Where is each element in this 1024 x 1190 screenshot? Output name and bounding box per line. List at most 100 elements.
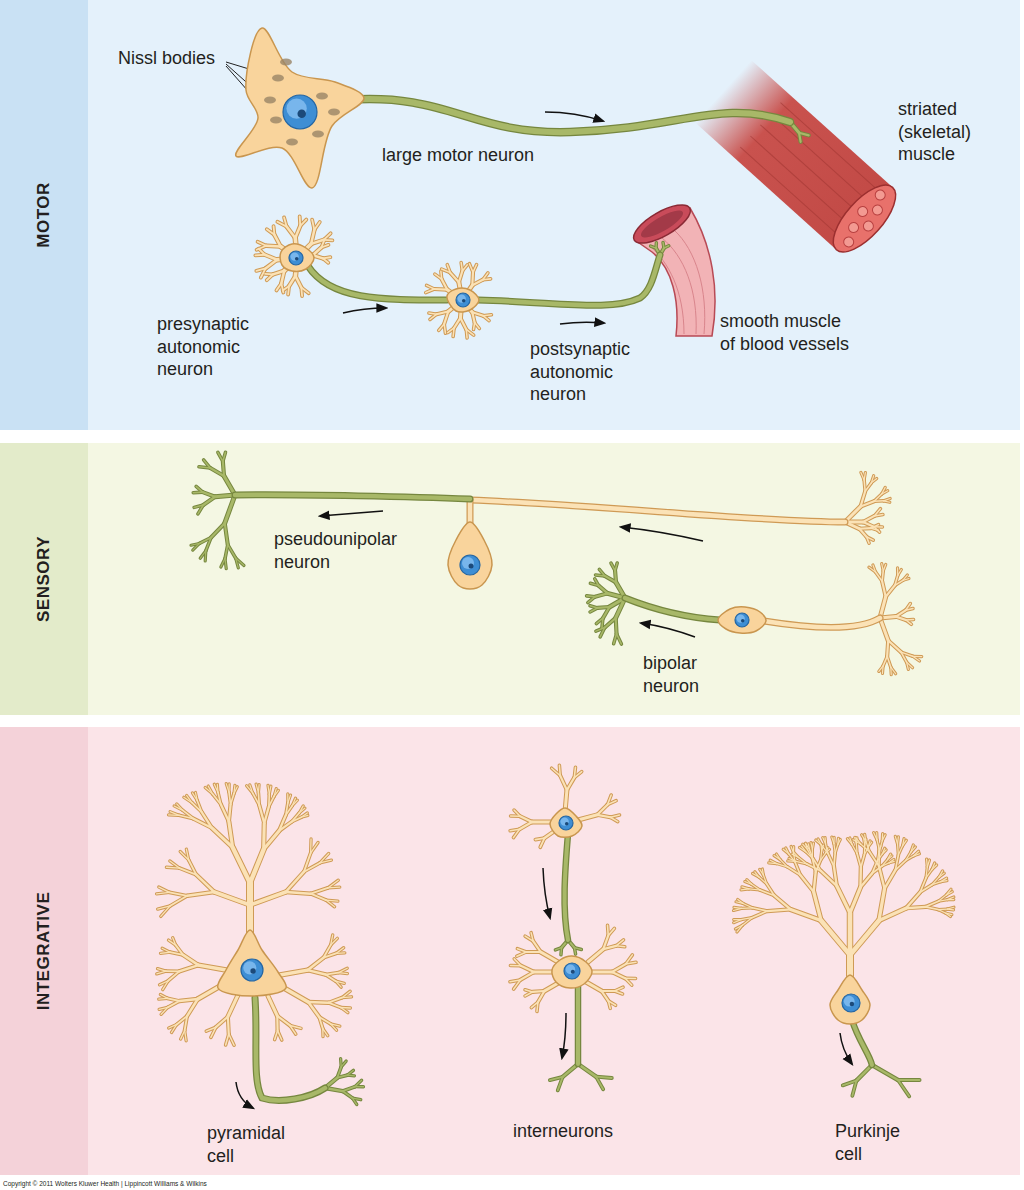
direction-arrow <box>343 308 386 313</box>
dendrite-tree <box>865 483 871 491</box>
cell-body <box>286 98 306 118</box>
axon-terminal <box>196 486 203 492</box>
dendrite-tree <box>874 833 877 840</box>
dendrite-tree <box>286 872 304 892</box>
dendrite-tree <box>286 872 304 892</box>
axon-terminal <box>898 1080 909 1096</box>
dendrite-tree <box>879 908 906 920</box>
dendrite-tree <box>941 878 947 881</box>
axon-terminal <box>191 452 625 644</box>
dendrite-tree <box>226 784 229 792</box>
dendrite-tree <box>189 860 197 875</box>
axon-terminal <box>203 492 215 497</box>
dendrite-tree <box>268 996 277 1016</box>
dendrite-tree <box>863 516 874 522</box>
skeletal-muscle <box>842 235 856 249</box>
dendrite-tree <box>895 580 903 585</box>
skeletal-muscle <box>823 175 906 262</box>
dendrite-tree <box>866 842 870 852</box>
dendrite-tree <box>880 841 883 851</box>
dendrite-tree <box>532 820 552 825</box>
dendrite-tree <box>308 1001 328 1004</box>
axon-terminal <box>663 242 664 248</box>
dendrite-tree <box>192 793 197 801</box>
dendrite-tree <box>898 570 902 576</box>
blood-vessel <box>628 198 695 251</box>
dendrite-tree <box>926 901 939 907</box>
dendrite-tree <box>895 836 897 844</box>
axon-terminal <box>598 606 610 609</box>
dendrite-tree <box>741 887 749 891</box>
dendrite-tree <box>932 882 941 885</box>
axon-terminal <box>228 545 236 558</box>
dendrite-tree <box>876 832 878 839</box>
part-label: pseudounipolar neuron <box>274 528 424 573</box>
dendrite-tree <box>326 900 335 907</box>
dendrite-tree <box>597 815 610 817</box>
dendrite-tree <box>286 892 311 894</box>
dendrite-tree <box>259 805 264 823</box>
dendrite-tree <box>179 965 198 971</box>
dendrite-tree <box>767 909 790 911</box>
dendrite-tree <box>466 329 468 338</box>
dendrite-tree <box>882 571 883 581</box>
part-label: Nissl bodies <box>118 47 215 70</box>
skeletal-muscle <box>856 204 870 218</box>
dendrite-tree <box>752 908 767 911</box>
dendrite-tree <box>233 847 250 883</box>
dendrite-tree <box>295 276 301 288</box>
axon-terminal <box>856 1065 872 1081</box>
dendrite-tree <box>871 525 878 529</box>
dendrite-tree <box>762 869 763 875</box>
dendrite-tree <box>279 822 292 831</box>
dendrite-tree <box>861 501 875 506</box>
dendrite-tree <box>793 847 794 853</box>
dendrite-tree <box>214 784 218 792</box>
dendrite-tree <box>864 473 865 480</box>
label-holder: striated (skeletal) muscle <box>898 98 993 166</box>
axon-terminal <box>595 593 608 596</box>
axon-terminal <box>203 497 215 505</box>
axon-terminal <box>898 1078 920 1082</box>
axon <box>235 495 470 499</box>
dendrite-tree <box>471 272 474 285</box>
dendrite-tree <box>328 1003 340 1008</box>
section-band: INTEGRATIVE <box>0 727 1020 1175</box>
dendrite-tree <box>603 946 616 949</box>
dendrite-tree <box>517 952 526 956</box>
dendrite-tree <box>173 938 176 945</box>
sensory-fiber <box>470 500 880 627</box>
blood-vessel <box>650 230 705 334</box>
dendrite-tree <box>520 822 532 829</box>
dendrite-tree <box>926 870 932 878</box>
dendrite-tree <box>187 892 214 896</box>
axon-terminal <box>611 563 615 571</box>
axon-terminal <box>799 133 801 142</box>
axon-terminal <box>352 1098 356 1104</box>
dendrite-tree <box>856 844 858 853</box>
dendrite-tree <box>891 667 896 674</box>
dendrite-tree <box>925 859 929 867</box>
dendrite-tree <box>323 1029 328 1036</box>
cell-body <box>718 607 766 633</box>
dendrite-tree <box>299 808 305 813</box>
dendrite-tree <box>734 906 741 910</box>
dendrite-tree <box>278 1030 282 1040</box>
dendrite-tree <box>814 872 816 891</box>
axon-terminal <box>341 1061 346 1067</box>
dendrite-tree <box>300 220 306 226</box>
dendrite-tree <box>884 501 890 502</box>
direction-arrow <box>543 868 550 918</box>
dendrite-tree <box>602 991 609 1001</box>
cell-body <box>448 522 766 633</box>
dendrite-tree <box>828 853 834 866</box>
dendrite-tree <box>541 952 558 962</box>
dendrite-tree <box>878 851 880 866</box>
dendrite-tree <box>898 846 902 855</box>
dendrite-tree <box>861 472 864 480</box>
dendrite-tree <box>319 1017 323 1029</box>
dendrite-tree <box>250 849 264 883</box>
dendrite-tree <box>276 283 281 290</box>
cell-body <box>842 994 860 1012</box>
dendrite-tree <box>473 265 477 273</box>
